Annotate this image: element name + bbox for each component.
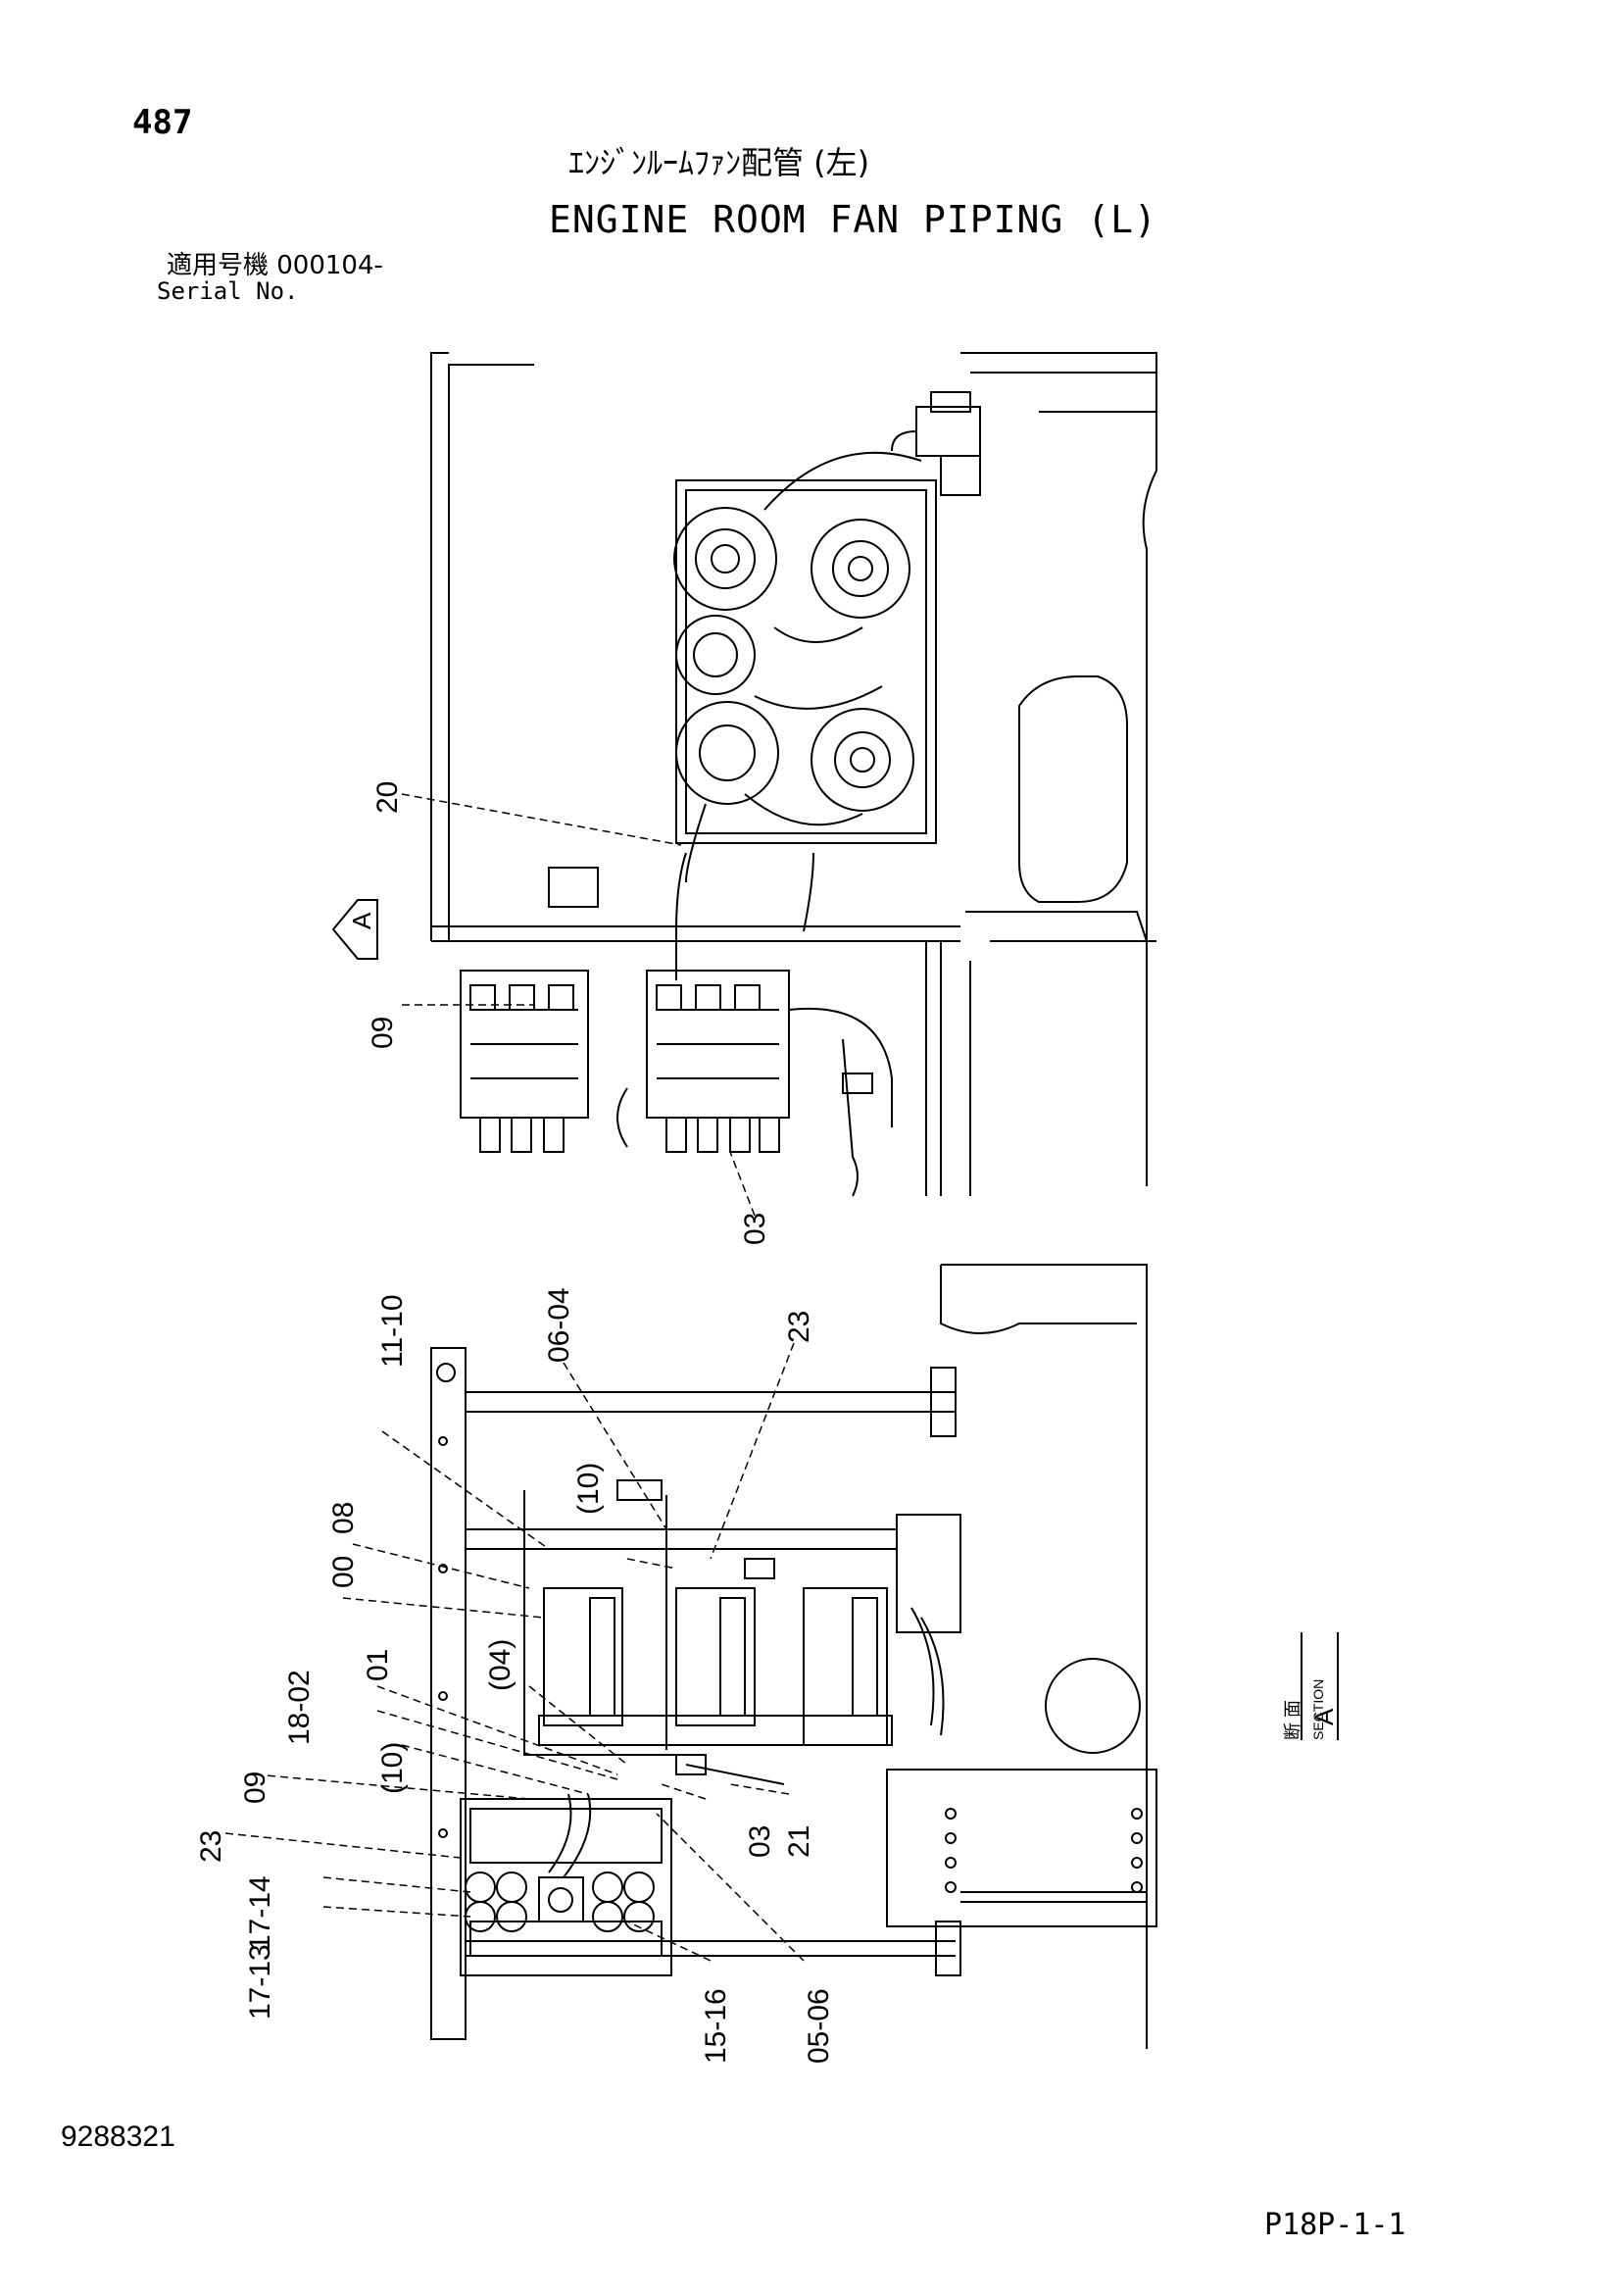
bottom-view-frame bbox=[430, 1347, 961, 2040]
callout-21: 21 bbox=[783, 1825, 815, 1858]
section-a-marker: A 断 面 SECTION bbox=[1283, 1632, 1339, 1740]
callout-08: 08 bbox=[327, 1502, 360, 1534]
fan-motor-blocks bbox=[538, 1587, 893, 1746]
callout-11-10: 11-10 bbox=[376, 1294, 409, 1368]
callout-15-16: 15-16 bbox=[700, 1988, 732, 2064]
callout-23-bottom: 23 bbox=[195, 1830, 227, 1863]
top-view-frame bbox=[430, 352, 1157, 1196]
view-a-marker: A bbox=[331, 899, 378, 960]
callout-labels: 20 09 03 11-10 06-04 23 (10) 08 00 01 (0… bbox=[195, 781, 835, 2064]
control-valve-left bbox=[460, 970, 589, 1153]
page-code: P18P-1-1 bbox=[1264, 2208, 1406, 2242]
callout-23-top: 23 bbox=[783, 1311, 815, 1343]
callout-10-b: (10) bbox=[376, 1742, 409, 1794]
callout-09-bottom: 09 bbox=[239, 1772, 271, 1804]
callout-18-02: 18-02 bbox=[283, 1670, 316, 1745]
page-title-japanese: ｴﾝｼﾞﾝﾙｰﾑﾌｧﾝ配管 (左) bbox=[568, 144, 870, 181]
callout-17-14: 17-14 bbox=[244, 1875, 276, 1951]
view-a-letter: A bbox=[347, 912, 376, 929]
serial-number-label: Serial No. bbox=[157, 277, 299, 305]
oil-cooler bbox=[460, 1798, 672, 1976]
outline-body-right bbox=[940, 1264, 1148, 2049]
callout-20: 20 bbox=[371, 781, 404, 814]
page-number: 487 bbox=[132, 103, 193, 142]
radiator-panel bbox=[886, 1769, 1157, 1927]
pump-assembly bbox=[673, 451, 937, 883]
callout-01: 01 bbox=[362, 1649, 394, 1681]
callout-00: 00 bbox=[327, 1556, 360, 1588]
solenoid-valve-block bbox=[891, 391, 981, 496]
callout-03-bottom: 03 bbox=[744, 1825, 776, 1858]
callout-10-a: (10) bbox=[572, 1463, 605, 1515]
page-title: ENGINE ROOM FAN PIPING (L) bbox=[549, 198, 1157, 241]
control-valve-right bbox=[646, 970, 790, 1153]
section-letter: A bbox=[1309, 1708, 1339, 1725]
callout-05-06: 05-06 bbox=[803, 1988, 835, 2064]
hoses-bottom-view bbox=[523, 1479, 945, 1878]
section-label-japanese: 断 面 bbox=[1283, 1700, 1303, 1740]
callout-09-top: 09 bbox=[367, 1017, 399, 1049]
callout-04: (04) bbox=[484, 1639, 516, 1691]
callout-03-top: 03 bbox=[739, 1213, 771, 1245]
callout-17-13: 17-13 bbox=[244, 1944, 276, 2020]
hoses-top-view bbox=[548, 852, 893, 1197]
serial-applicability-japanese: 適用号機 000104- bbox=[167, 251, 383, 280]
section-label: SECTION bbox=[1310, 1679, 1326, 1740]
document-number: 9288321 bbox=[61, 2121, 175, 2153]
callout-06-04: 06-04 bbox=[543, 1287, 575, 1363]
leader-lines bbox=[224, 793, 805, 1962]
